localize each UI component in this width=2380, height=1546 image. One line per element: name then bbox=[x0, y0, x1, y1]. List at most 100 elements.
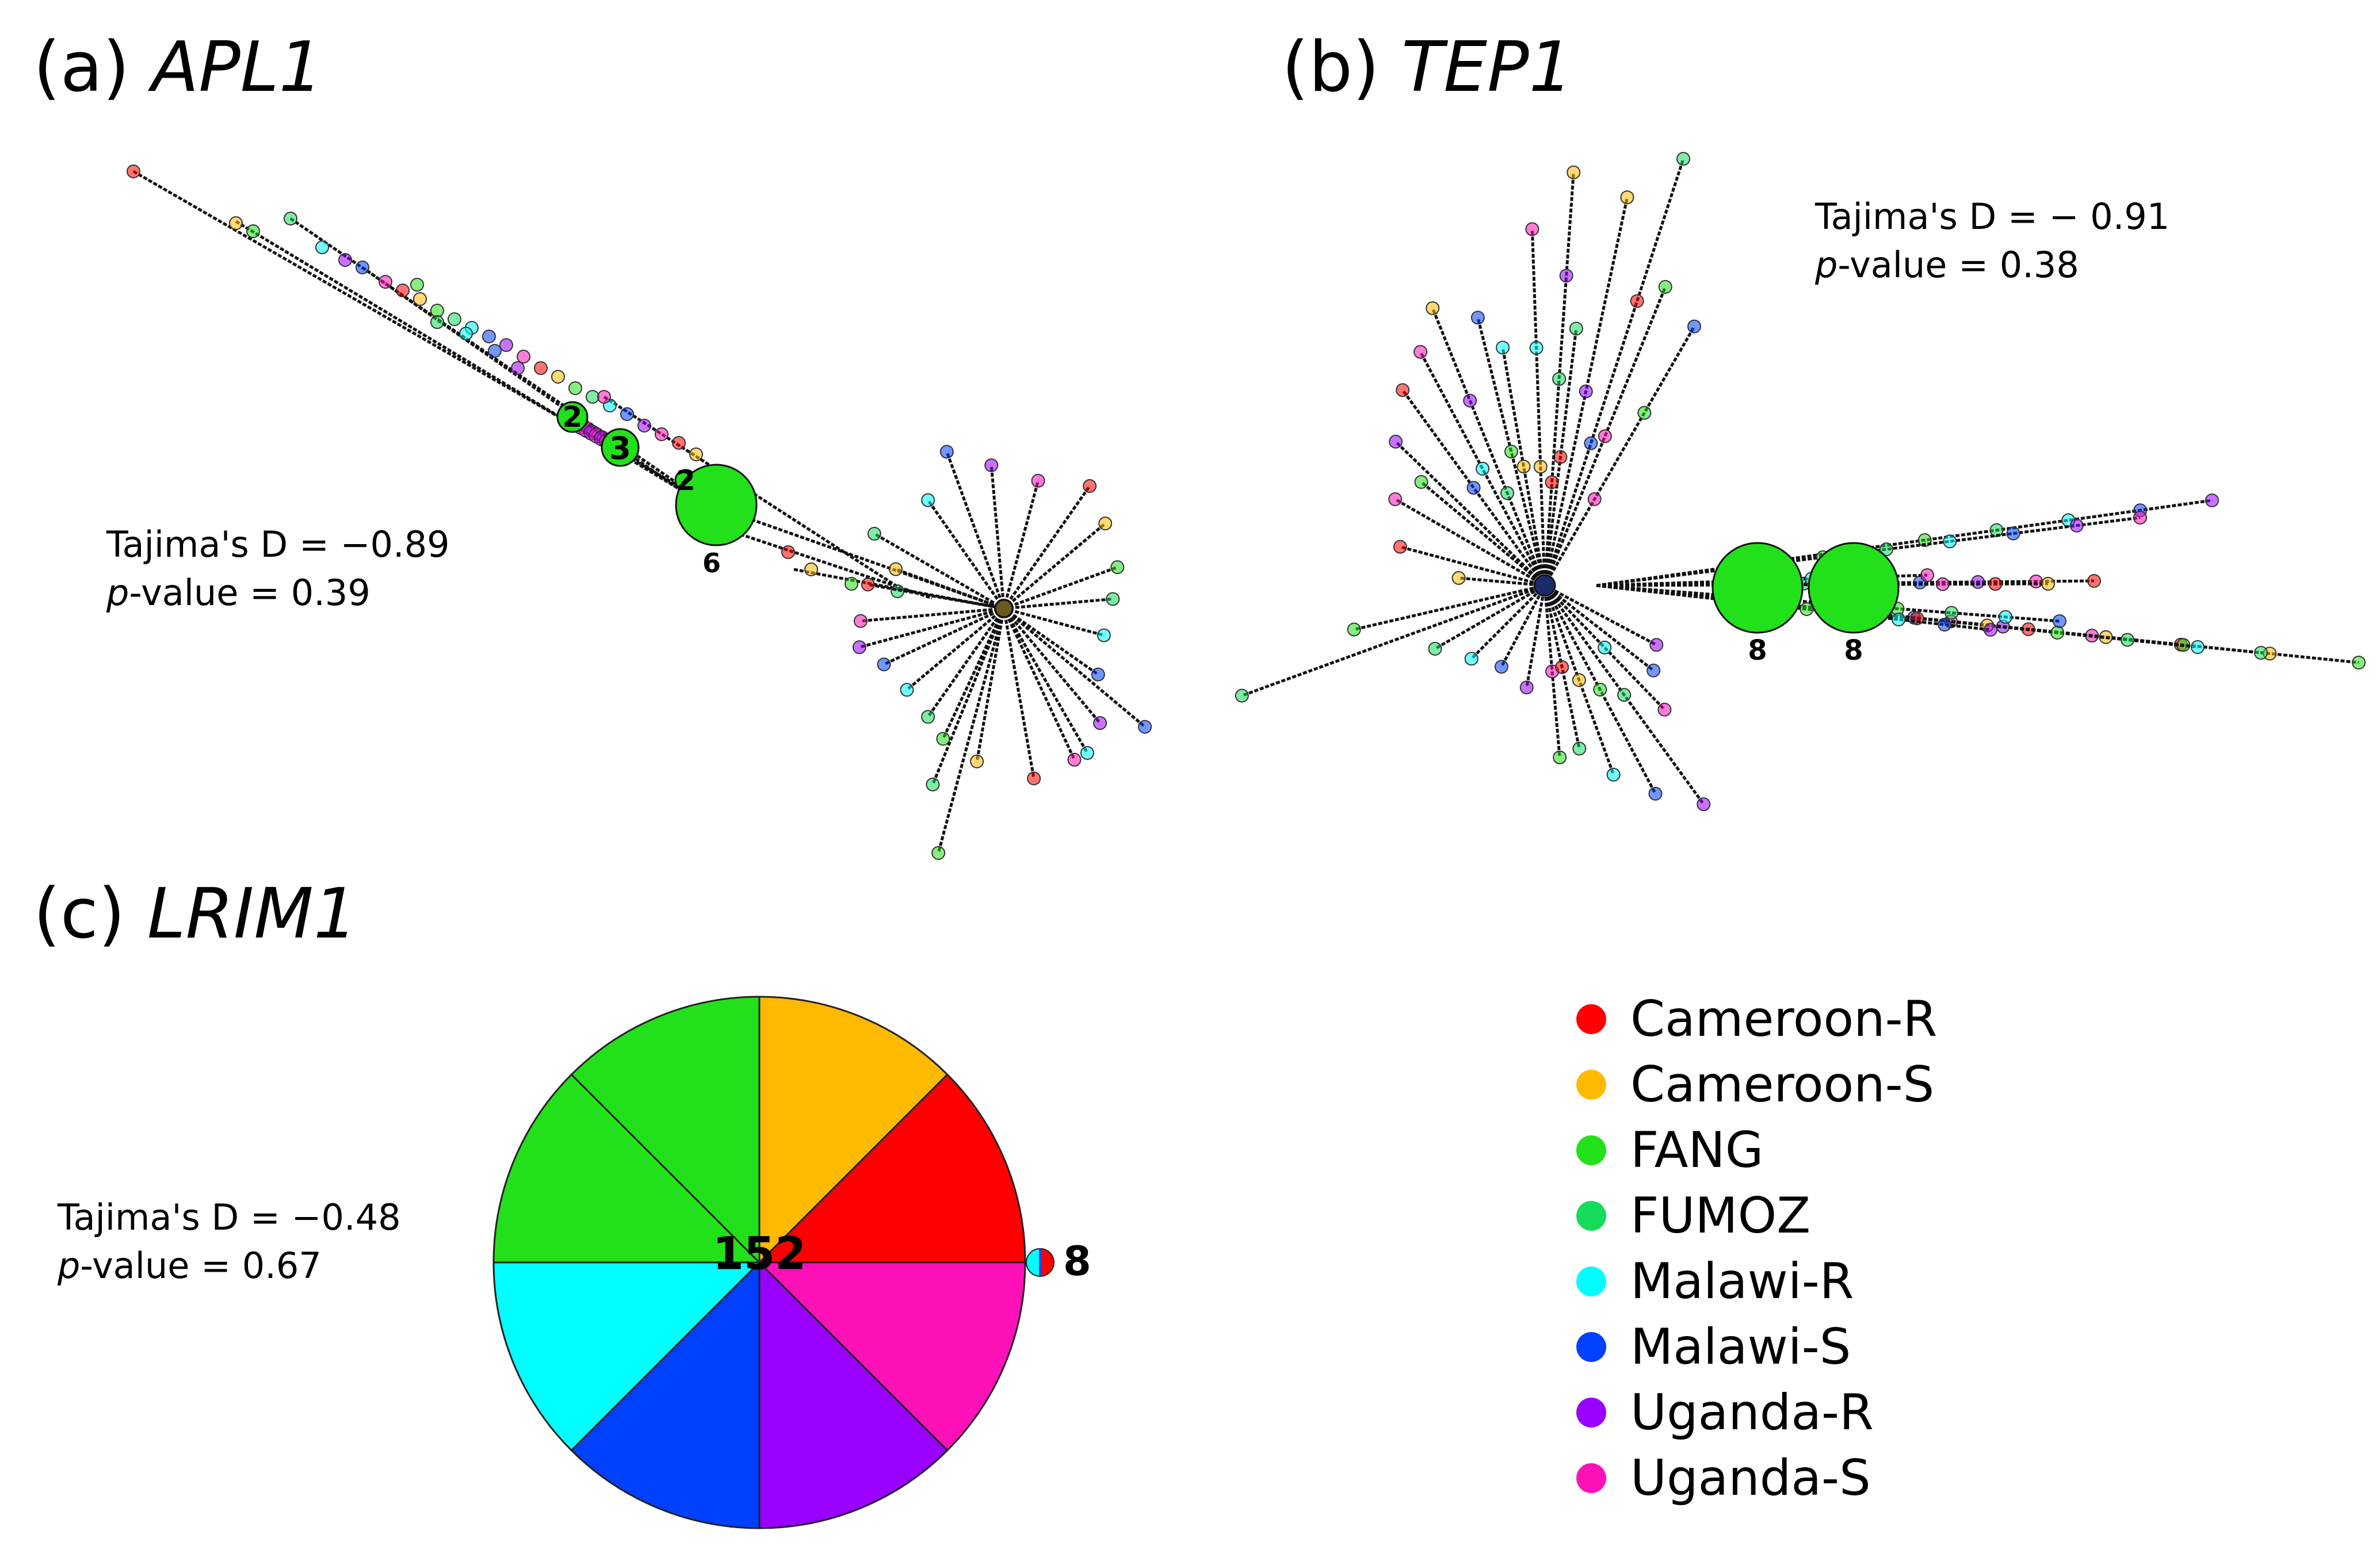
haplotype-node bbox=[1414, 475, 1428, 489]
haplotype-node bbox=[637, 419, 651, 433]
haplotype-node bbox=[1428, 642, 1442, 656]
edge-line bbox=[1544, 584, 1655, 672]
haplotype-node bbox=[877, 657, 891, 672]
haplotype-node bbox=[620, 407, 634, 421]
haplotype-node bbox=[568, 381, 582, 395]
node-count-label: 8 bbox=[1748, 634, 1767, 667]
edge-line bbox=[1394, 498, 1546, 587]
panel-a-p-value: p-value = 0.39 bbox=[106, 571, 370, 614]
haplotype-node bbox=[284, 212, 297, 225]
haplotype-node bbox=[1587, 492, 1602, 506]
haplotype-node bbox=[1533, 460, 1548, 474]
haplotype-node bbox=[1800, 602, 1814, 617]
edge-line bbox=[1002, 485, 1091, 610]
edge-line bbox=[1003, 607, 1102, 724]
population-legend: Cameroon-R Cameroon-S FANG FUMOZ Malawi-… bbox=[1576, 986, 1937, 1511]
edge-line bbox=[1500, 584, 1546, 668]
haplotype-node bbox=[127, 164, 140, 178]
edge-line bbox=[990, 465, 1006, 609]
haplotype-node bbox=[459, 327, 473, 340]
haplotype-node bbox=[1553, 450, 1568, 464]
edge-line bbox=[1002, 608, 1036, 779]
haplotype-node bbox=[1516, 460, 1531, 474]
legend-swatch bbox=[1576, 1201, 1606, 1231]
panel-c-gene: LRIM1 bbox=[147, 874, 358, 954]
haplotype-node bbox=[781, 545, 795, 559]
panel-b-title: (b) TEP1 bbox=[1282, 33, 1573, 102]
haplotype-node bbox=[517, 350, 530, 363]
haplotype-node bbox=[315, 240, 329, 254]
legend-swatch bbox=[1576, 1135, 1606, 1165]
panel-c-tajima-d: Tajima's D = −0.48 bbox=[58, 1196, 401, 1238]
haplotype-node bbox=[338, 253, 352, 267]
edge-line bbox=[1543, 585, 1561, 758]
legend-label: Malawi-R bbox=[1630, 1253, 1854, 1310]
haplotype-node bbox=[1027, 771, 1041, 786]
node-count-label: 8 bbox=[1844, 634, 1863, 667]
pie-slice bbox=[758, 996, 949, 1265]
side-node-slice bbox=[1040, 1247, 1055, 1277]
edge-line bbox=[1420, 481, 1546, 587]
legend-swatch bbox=[1576, 1266, 1606, 1296]
haplotype-node bbox=[1389, 434, 1403, 449]
haplotype-node bbox=[1971, 575, 1985, 589]
edge-line bbox=[1003, 607, 1105, 637]
haplotype-node-large bbox=[601, 428, 640, 467]
haplotype-node bbox=[1938, 618, 1952, 632]
edge-line bbox=[1400, 545, 1545, 587]
haplotype-node bbox=[1945, 606, 1959, 620]
panel-b-label: (b) bbox=[1282, 28, 1401, 108]
haplotype-node bbox=[379, 275, 392, 289]
legend-label: FUMOZ bbox=[1630, 1187, 1811, 1245]
haplotype-node bbox=[2029, 574, 2043, 588]
pie-slice bbox=[757, 1261, 1026, 1452]
edge-line bbox=[860, 607, 1004, 623]
haplotype-node bbox=[931, 846, 946, 860]
haplotype-node bbox=[1414, 345, 1428, 359]
haplotype-node bbox=[936, 732, 950, 746]
haplotype-node bbox=[1388, 492, 1403, 506]
panel-a-title: (a) APL1 bbox=[33, 33, 323, 102]
legend-item: Uganda-R bbox=[1576, 1380, 1937, 1445]
haplotype-node bbox=[1093, 716, 1107, 730]
hub-node bbox=[994, 599, 1014, 618]
pie-slice bbox=[570, 996, 761, 1265]
legend-swatch bbox=[1576, 1463, 1606, 1493]
side-count-label: 8 bbox=[1063, 1238, 1091, 1285]
edge-line bbox=[1354, 584, 1545, 631]
edge-line bbox=[883, 607, 1005, 666]
panel-b-gene: TEP1 bbox=[1401, 28, 1573, 108]
hub-node bbox=[1533, 574, 1556, 597]
haplotype-node bbox=[2352, 656, 2366, 669]
edge-line bbox=[1470, 584, 1546, 660]
haplotype-node bbox=[1637, 405, 1652, 420]
legend-label: Uganda-R bbox=[1630, 1384, 1874, 1441]
edge-line bbox=[859, 607, 1004, 649]
haplotype-node bbox=[1500, 486, 1515, 500]
haplotype-node bbox=[1553, 750, 1567, 764]
panel-b-p-value: p-value = 0.38 bbox=[1815, 243, 2079, 286]
panel-a-tajima-d: Tajima's D = −0.89 bbox=[106, 523, 450, 565]
haplotype-node bbox=[1892, 613, 1906, 627]
haplotype-node bbox=[1559, 269, 1573, 283]
haplotype-node bbox=[1067, 752, 1082, 767]
haplotype-node bbox=[1464, 652, 1479, 666]
haplotype-node bbox=[672, 436, 686, 450]
edge-line bbox=[942, 607, 1006, 740]
edge-line bbox=[873, 532, 1005, 610]
edge-line bbox=[361, 266, 709, 511]
haplotype-node bbox=[1606, 767, 1621, 782]
haplotype-node bbox=[229, 216, 243, 230]
haplotype-node bbox=[1476, 461, 1490, 476]
pie-slice bbox=[492, 1261, 762, 1452]
edge-line bbox=[868, 583, 1004, 610]
haplotype-node bbox=[1999, 610, 2013, 624]
edge-line bbox=[1002, 480, 1040, 609]
haplotype-node bbox=[891, 584, 904, 598]
haplotype-node bbox=[488, 344, 502, 358]
haplotype-node bbox=[1920, 568, 1934, 582]
haplotype-node bbox=[396, 284, 410, 297]
haplotype-node bbox=[534, 361, 548, 375]
